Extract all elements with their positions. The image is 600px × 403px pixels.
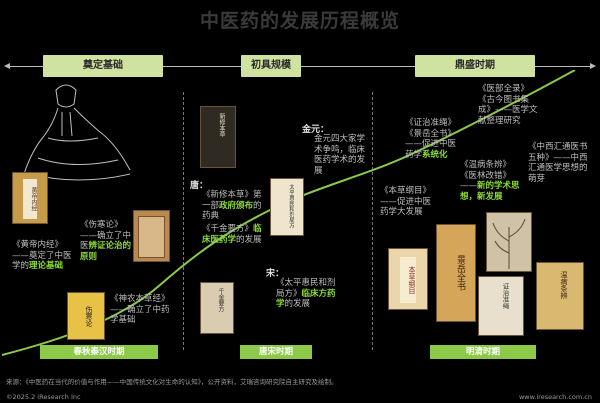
stage-label-initial: 初具规模 (241, 55, 301, 77)
book-cover-xinxiu-bencao: 新修本草 (200, 106, 236, 168)
text-huangdi-neijing: 《黄帝内经》——奠定了中医学的理论基础 (12, 240, 72, 271)
text-xinxiu-bencao: 《新修本草》第一部政府颁布的药典 (202, 190, 262, 221)
copyright: ©2025.2 iResearch Inc (6, 393, 81, 401)
timeline-left-arrow (4, 63, 10, 69)
text-shennong: 《神农本草经》——确立了中药学基础 (110, 294, 170, 325)
text-taiping: 《太平惠民和剂局方》临床方药学的发展 (276, 278, 336, 309)
text-qianjin: 《千金要方》临床医药学的发展 (202, 224, 262, 245)
text-zhongxi-huitong: 《中西汇通医书五种》——中西汇通医学思想的萌芽 (528, 142, 588, 184)
book-cover-taiping: 太平惠民和剂局方 (270, 178, 304, 236)
text-jinyuan: 金元四大家学术争鸣，临床医药学术的发展 (314, 134, 366, 176)
period-label-mingqing: 明清时期 (430, 345, 536, 359)
column-divider (183, 92, 184, 350)
source-note: 来源：《中医药在当代的价值与作用——中国传统文化对生命的认知》，公开资料，艾瑞咨… (6, 378, 338, 386)
era-jinyuan: 金元： (302, 125, 330, 135)
stage-label-foundation: 奠定基础 (43, 55, 163, 77)
text-wenbing: 《温病条辨》《医林改错》——新的学术思想，新发展 (460, 160, 520, 202)
period-label-qinhan: 春秋秦汉时期 (40, 345, 158, 359)
book-cover-shanghanlun: 伤寒论 (67, 292, 105, 340)
herb-illustration-icon (492, 218, 526, 269)
page-title: 中医药的发展历程概览 (199, 10, 400, 32)
text-zhengzhi-zhunsheng: 《证治准绳》《景岳全书》——促进中医药学系统化 (405, 118, 457, 160)
column-divider (372, 92, 373, 350)
book-cover-zhengzhi: 证治准绳 (478, 276, 524, 336)
era-tang: 唐： (190, 181, 209, 191)
period-label-tangsong: 唐宋时期 (240, 345, 312, 359)
book-cover-jingyue: 景岳全书 (436, 224, 476, 322)
timeline-right-arrow (590, 63, 596, 69)
stage-label-peak: 鼎盛时期 (415, 55, 535, 77)
book-cover-wenbing: 温病条辨 (536, 262, 584, 330)
era-song: 宋： (266, 269, 285, 279)
book-illustration (486, 212, 532, 272)
book-cover-huangdi-neijing: 黄帝内经 (12, 172, 48, 224)
website-url: www.iresearch.com.cn (518, 393, 592, 401)
text-bencao-gangmu: 《本草纲目》——促进中医药学大发展 (380, 186, 432, 217)
text-yibu-quanlu: 《医部全录》《古今图书集成》——医学文献整理研究 (478, 84, 538, 126)
text-shanghanlun: 《伤寒论》——确立了中医辨证论治的原则 (80, 220, 132, 262)
book-cover-shennong (133, 210, 170, 262)
book-cover-qianjin: 千金要方 (200, 282, 234, 334)
book-cover-bencao-gangmu: 本草纲目 (388, 248, 428, 310)
